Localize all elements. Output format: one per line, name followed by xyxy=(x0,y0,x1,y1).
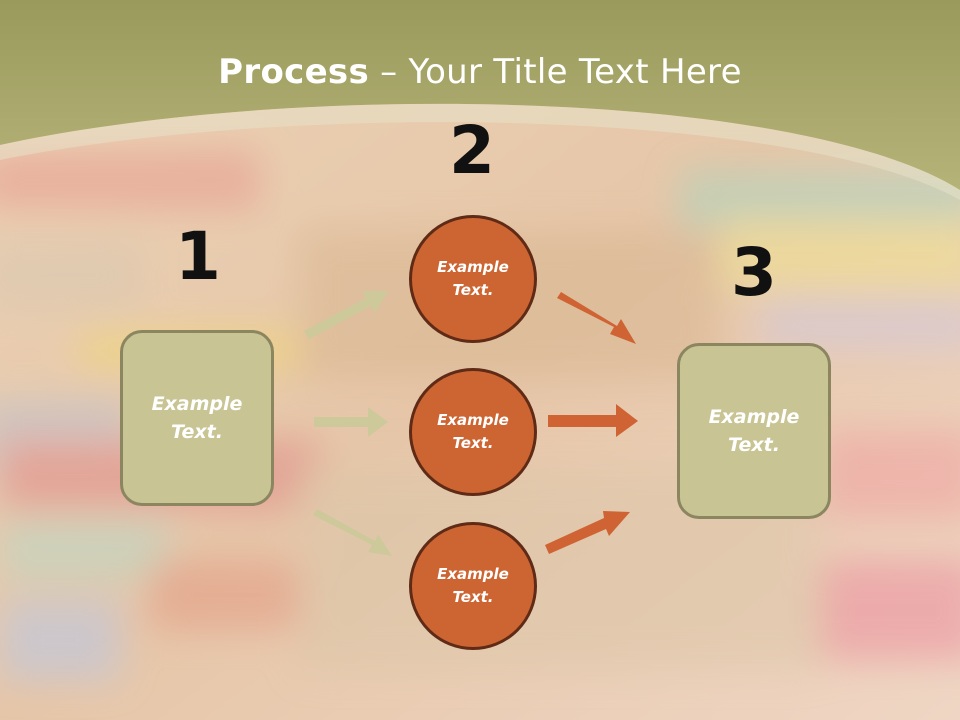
arrow-right-right xyxy=(548,404,638,437)
process-circle-middle-text: Example Text. xyxy=(437,410,509,452)
process-circle-bottom[interactable]: Example Text. xyxy=(409,522,537,650)
step-number-3: 3 xyxy=(731,234,777,311)
process-circle-middle[interactable]: Example Text. xyxy=(409,368,537,496)
page-title: Process – Your Title Text Here xyxy=(0,52,960,92)
process-circle-top[interactable]: Example Text. xyxy=(409,215,537,343)
process-circle-bottom-text: Example Text. xyxy=(437,564,509,606)
arrow-down-right-left xyxy=(313,509,392,556)
arrow-up-right-right xyxy=(545,511,630,554)
process-box-left[interactable]: Example Text. xyxy=(120,330,274,506)
title-rest: – Your Title Text Here xyxy=(369,52,742,92)
arrow-up-right-left xyxy=(304,291,388,339)
process-box-right-text: Example Text. xyxy=(708,405,800,457)
arrow-down-right-right xyxy=(557,292,636,344)
title-bold: Process xyxy=(218,52,370,92)
step-number-2: 2 xyxy=(449,112,495,189)
arrow-right-left xyxy=(314,407,388,437)
step-number-1: 1 xyxy=(175,218,221,295)
process-box-left-text: Example Text. xyxy=(151,392,243,444)
process-box-right[interactable]: Example Text. xyxy=(677,343,831,519)
process-circle-top-text: Example Text. xyxy=(437,257,509,299)
